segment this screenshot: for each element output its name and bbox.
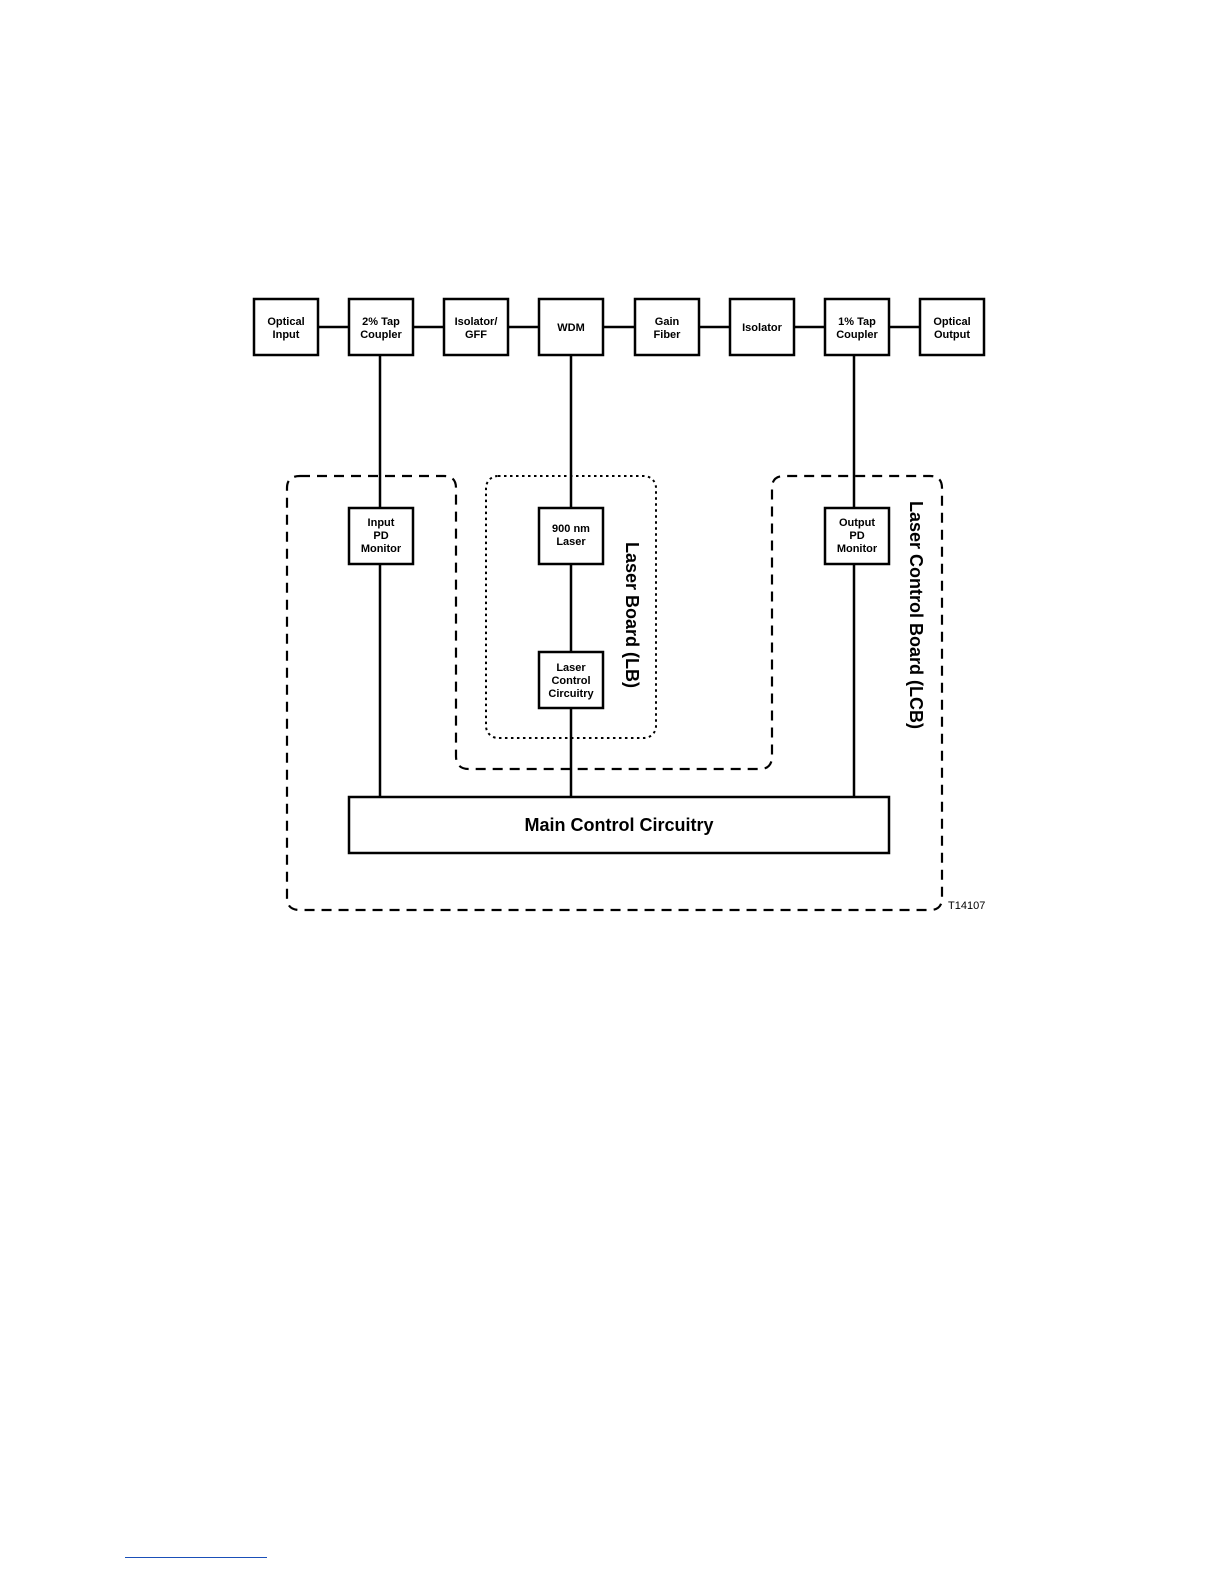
input-pd-label-2: PD [373,530,388,542]
input-pd-label-3: Monitor [361,543,402,555]
main-control-label: Main Control Circuitry [524,815,713,835]
wdm-label: WDM [557,322,585,334]
gain-fiber-label-2: Fiber [654,329,682,341]
optical-output-label-1: Optical [933,316,970,328]
block-1pct-tap-coupler: 1% Tap Coupler [825,299,889,355]
laser-control-board-label: Laser Control Board (LCB) [906,501,926,729]
block-optical-input: Optical Input [254,299,318,355]
input-pd-label-1: Input [368,517,395,529]
tap-coupler-1-label-1: 1% Tap [838,316,876,328]
tap-coupler-1-label-2: Coupler [836,329,878,341]
laser-control-label-3: Circuitry [548,688,594,700]
gain-fiber-label-1: Gain [655,316,680,328]
block-input-pd-monitor: Input PD Monitor [349,508,413,564]
block-main-control-circuitry: Main Control Circuitry [349,797,889,853]
block-gain-fiber: Gain Fiber [635,299,699,355]
block-output-pd-monitor: Output PD Monitor [825,508,889,564]
block-optical-output: Optical Output [920,299,984,355]
block-2pct-tap-coupler: 2% Tap Coupler [349,299,413,355]
figure-id: T14107 [948,900,985,912]
isolator-label: Isolator [742,322,782,334]
tap-coupler-2-label-2: Coupler [360,329,402,341]
laser-900nm-label-2: Laser [556,536,586,548]
output-pd-label-2: PD [849,530,864,542]
block-laser-control-circuitry: Laser Control Circuitry [539,652,603,708]
output-pd-label-3: Monitor [837,543,878,555]
output-pd-label-1: Output [839,517,875,529]
laser-900nm-label-1: 900 nm [552,523,590,535]
laser-control-label-2: Control [551,675,590,687]
laser-control-label-1: Laser [556,662,586,674]
tap-coupler-2-label-1: 2% Tap [362,316,400,328]
optical-input-label-2: Input [273,329,300,341]
block-isolator: Isolator [730,299,794,355]
optical-output-label-2: Output [934,329,970,341]
block-wdm: WDM [539,299,603,355]
laser-board-label: Laser Board (LB) [622,542,642,688]
block-isolator-gff: Isolator/ GFF [444,299,508,355]
footnote-divider [125,1557,267,1558]
optical-input-label-1: Optical [267,316,304,328]
isolator-gff-label-1: Isolator/ [455,316,498,328]
isolator-gff-label-2: GFF [465,329,487,341]
block-900nm-laser: 900 nm Laser [539,508,603,564]
